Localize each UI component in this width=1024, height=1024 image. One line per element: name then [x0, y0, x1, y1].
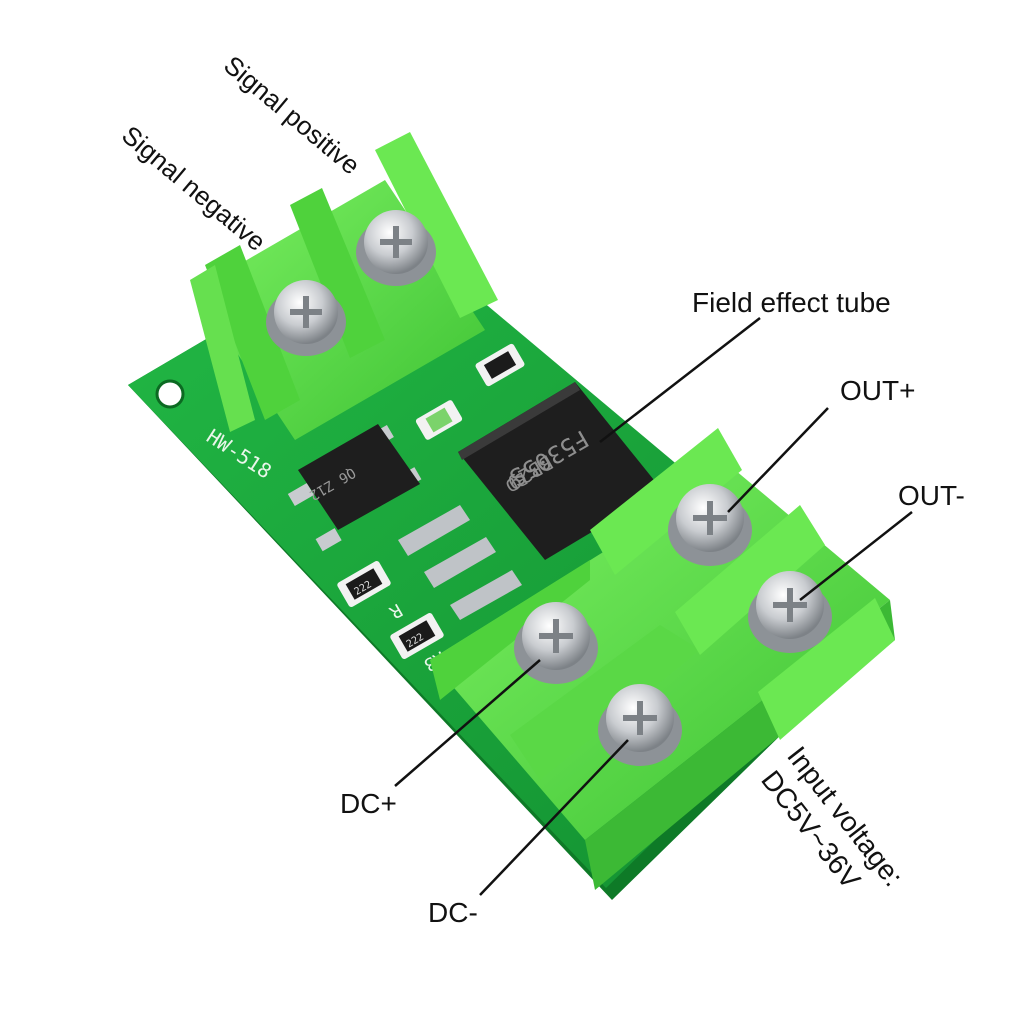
optocoupler-chip: Q6 Z12: [287, 424, 422, 552]
label-dc-plus: DC+: [340, 788, 397, 819]
mounting-hole: [155, 379, 185, 409]
smd-led: [415, 400, 463, 440]
screw-out-minus: [748, 571, 832, 653]
leader-dc-plus: [394, 659, 541, 787]
callout-lines: [394, 317, 913, 896]
screw-signal-negative: [266, 280, 346, 356]
label-field-effect-tube: Field effect tube: [692, 287, 891, 318]
screw-signal-positive: [356, 210, 436, 286]
leader-dc-minus: [479, 739, 629, 896]
label-signal-negative: Signal negative: [116, 120, 271, 257]
label-out-minus: OUT-: [898, 480, 965, 511]
label-dc-minus: DC-: [428, 897, 478, 928]
leader-out-minus: [799, 511, 913, 601]
screw-dc-plus: [514, 602, 598, 684]
screw-out-plus: [668, 484, 752, 566]
power-terminal-block: [430, 428, 895, 890]
label-signal-positive: Signal positive: [218, 50, 366, 181]
leader-field-effect-tube: [599, 317, 761, 443]
smd-resistor-top: [475, 343, 525, 387]
leader-out-plus: [727, 407, 829, 513]
label-out-plus: OUT+: [840, 375, 915, 406]
